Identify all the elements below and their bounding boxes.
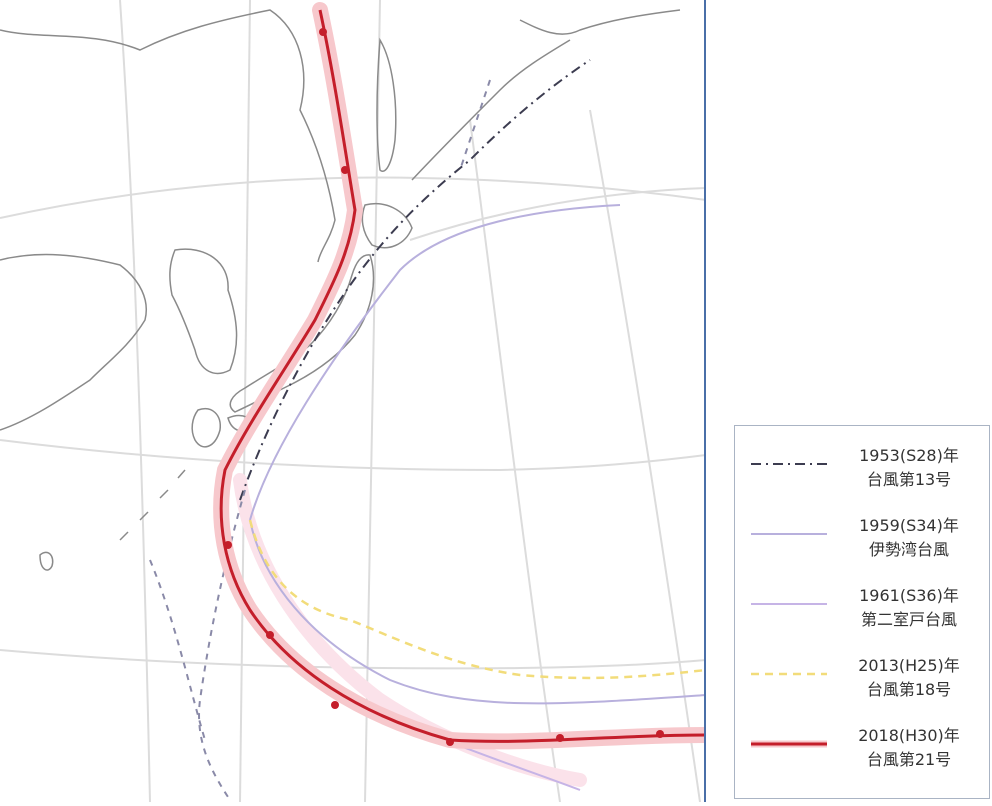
legend-label: 1961(S36)年 第二室戸台風 — [831, 584, 987, 632]
track-marker — [446, 738, 454, 746]
legend-name: 台風第13号 — [866, 470, 952, 489]
latitude-line — [0, 649, 707, 670]
ryukyu-islands — [119, 469, 186, 541]
track-2018 — [219, 9, 707, 743]
legend-swatch — [751, 463, 827, 465]
longitude-line — [589, 109, 701, 803]
legend-name: 台風第18号 — [866, 680, 952, 699]
legend: 1953(S28)年 台風第13号 1959(S34)年 伊勢湾台風 1961(… — [734, 425, 990, 799]
legend-swatch — [751, 603, 827, 605]
legend-name: 第二室戸台風 — [860, 610, 957, 629]
map-frame — [704, 0, 706, 802]
legend-swatch — [751, 740, 827, 748]
legend-label: 1953(S28)年 台風第13号 — [831, 444, 987, 492]
hokkaido-coastline — [361, 203, 413, 249]
track-marker — [556, 734, 564, 742]
legend-name: 伊勢湾台風 — [868, 540, 949, 559]
legend-name: 台風第21号 — [866, 750, 952, 769]
track-1953 — [239, 59, 591, 501]
legend-year: 1959(S34)年 — [859, 516, 959, 535]
track-2013 — [248, 519, 707, 680]
legend-item-1961: 1961(S36)年 第二室戸台風 — [735, 582, 989, 652]
track-1959 — [249, 204, 707, 705]
track-marker — [224, 541, 232, 549]
china-coastline — [0, 253, 147, 431]
longitude-line — [239, 0, 251, 803]
legend-swatch — [751, 672, 827, 676]
latitude-line — [0, 176, 707, 219]
track-1953-north — [459, 79, 491, 171]
track-marker — [656, 730, 664, 738]
kyushu-coastline — [191, 408, 221, 448]
legend-year: 2013(H25)年 — [858, 656, 960, 675]
continent-coastline — [0, 9, 336, 263]
legend-year: 1961(S36)年 — [859, 586, 959, 605]
latitude-line — [0, 439, 707, 472]
typhoon-track-map — [0, 0, 714, 803]
taiwan-coastline — [39, 551, 54, 571]
legend-label: 2013(H25)年 台風第18号 — [831, 654, 987, 702]
track-1953-south — [149, 489, 246, 801]
korea-coastline — [169, 248, 238, 375]
legend-item-1959: 1959(S34)年 伊勢湾台風 — [735, 512, 989, 582]
legend-year: 1953(S28)年 — [859, 446, 959, 465]
kuril-coastline — [411, 39, 571, 181]
legend-label: 2018(H30)年 台風第21号 — [831, 724, 987, 772]
sakhalin-coastline — [376, 37, 397, 172]
legend-swatch — [751, 533, 827, 535]
track-marker — [266, 631, 274, 639]
track-2018-markers — [224, 28, 664, 746]
legend-label: 1959(S34)年 伊勢湾台風 — [831, 514, 987, 562]
track-marker — [341, 166, 349, 174]
legend-item-2018: 2018(H30)年 台風第21号 — [735, 722, 989, 792]
graticule — [0, 0, 707, 803]
legend-item-2013: 2013(H25)年 台風第18号 — [735, 652, 989, 722]
kamchatka-coastline — [519, 9, 681, 35]
typhoon-tracks — [149, 2, 714, 801]
map-canvas — [0, 0, 714, 803]
track-marker — [331, 701, 339, 709]
longitude-line — [119, 0, 151, 803]
honshu-coastline — [229, 254, 375, 413]
legend-year: 2018(H30)年 — [858, 726, 960, 745]
latitude-line — [409, 187, 707, 241]
legend-item-1953: 1953(S28)年 台風第13号 — [735, 442, 989, 512]
track-marker — [319, 28, 327, 36]
